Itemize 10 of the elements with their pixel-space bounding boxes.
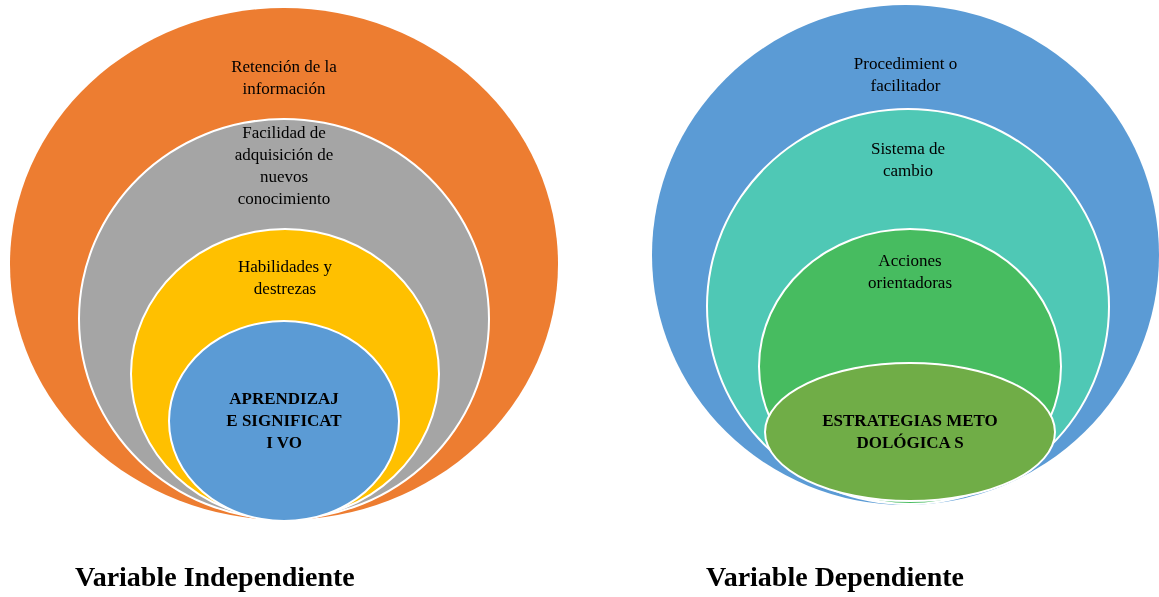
layer-label: Retención de la información bbox=[230, 56, 338, 100]
layer-label: ESTRATEGIAS METODOLÓGICA S bbox=[821, 410, 999, 454]
layer-label: Procedimient o facilitador bbox=[852, 53, 959, 97]
section-title: Variable Independiente bbox=[75, 560, 355, 594]
layer-label: Facilidad de adquisición de nuevos conocimiento bbox=[233, 122, 335, 210]
layer-label: APRENDIZAJ E SIGNIFICATI VO bbox=[225, 388, 343, 454]
layer-label: Acciones orientadoras bbox=[867, 250, 953, 294]
section-title: Variable Dependiente bbox=[706, 560, 964, 594]
layer-label: Sistema de cambio bbox=[869, 138, 947, 182]
layer-label: Habilidades y destrezas bbox=[237, 256, 333, 300]
